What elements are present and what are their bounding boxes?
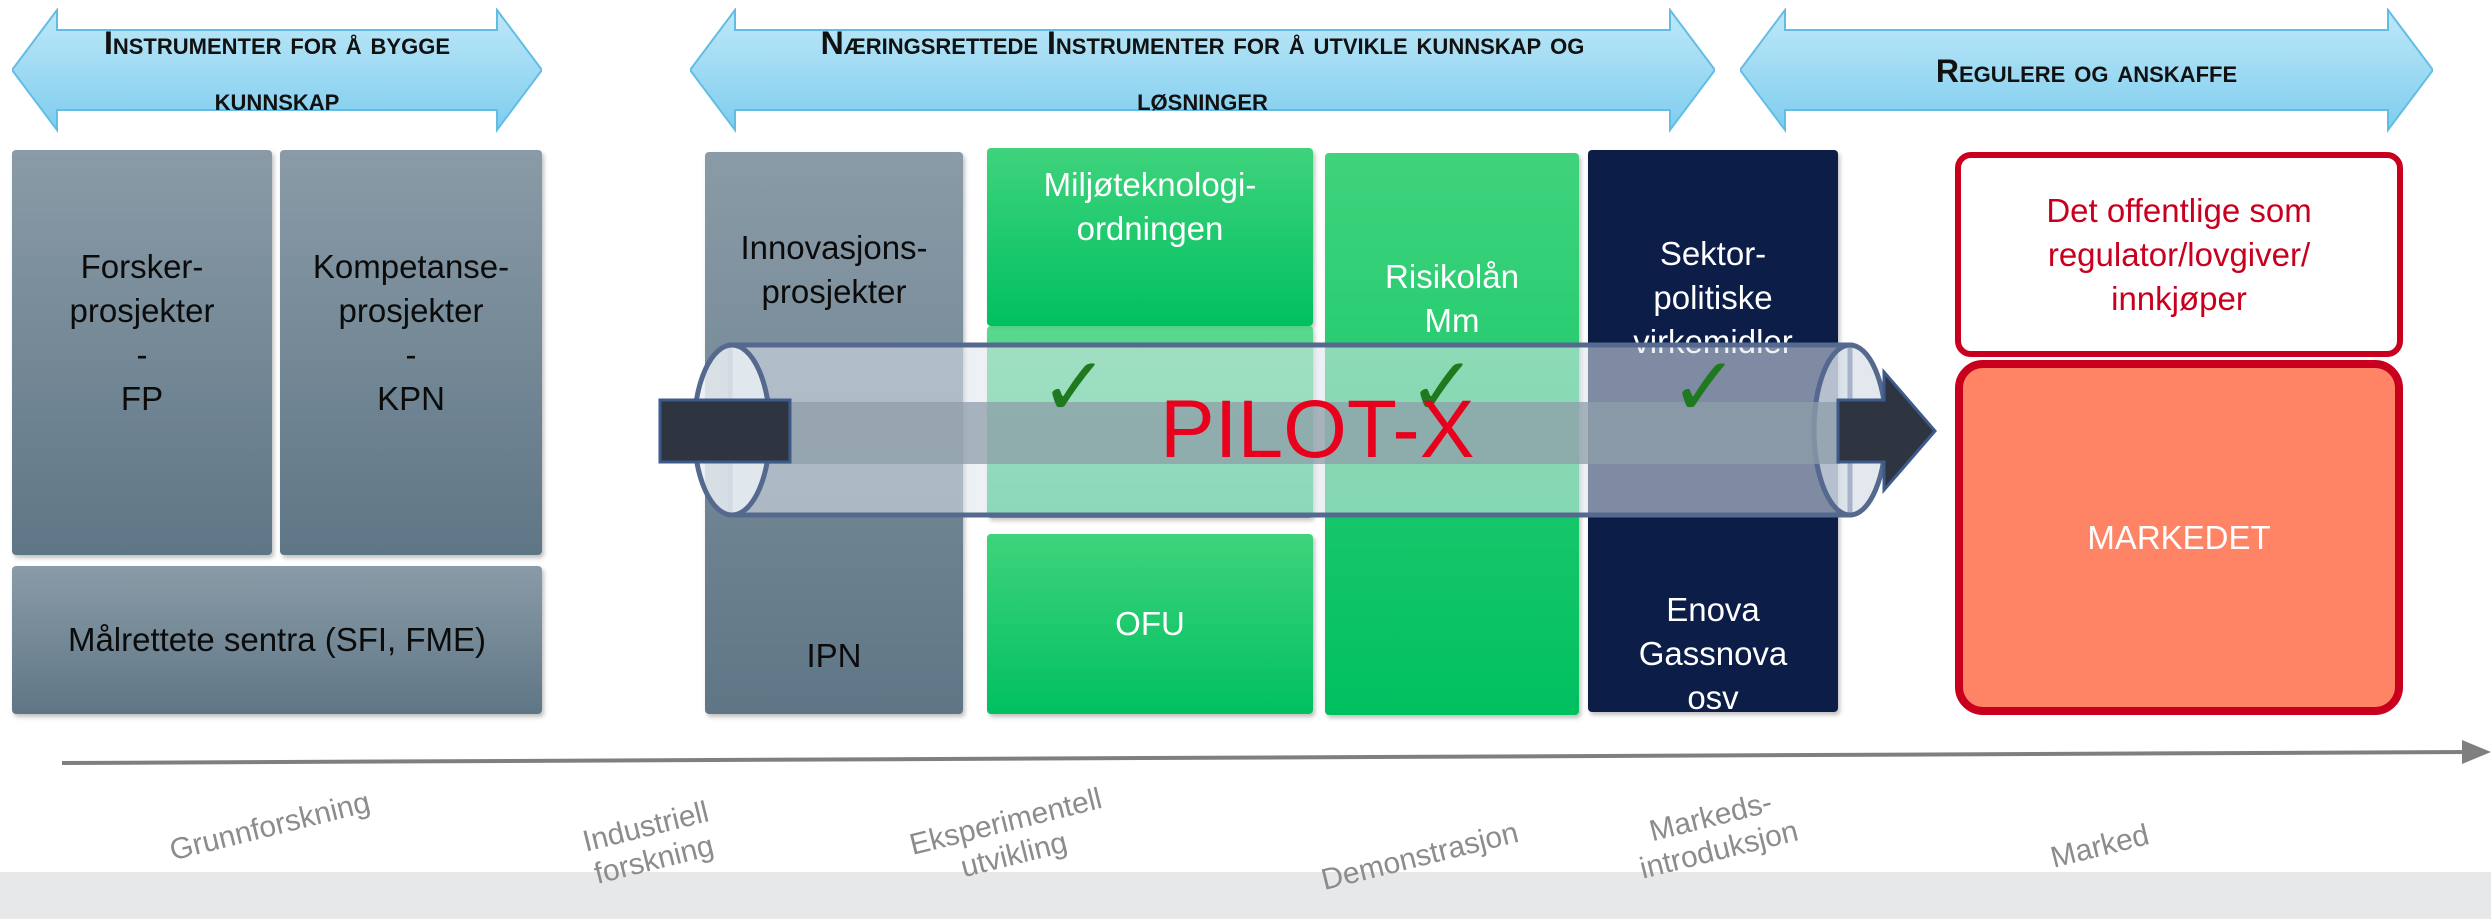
banner-right-title: Regulere og anskaffe: [1935, 52, 2238, 89]
box-enova-text: Enova Gassnova osv: [1638, 591, 1788, 716]
box-innovasjon-top-text: Innovasjons- prosjekter: [740, 229, 928, 310]
double-arrow-shape: [690, 8, 1715, 133]
box-offentlige: Det offentlige som regulator/lovgiver/ i…: [1955, 152, 2403, 357]
pilot-arrow-head: [1836, 367, 1937, 495]
box-innovasjon-bottom-text: IPN: [806, 637, 862, 674]
box-offentlige-text: Det offentlige som regulator/lovgiver/ i…: [2046, 191, 2312, 317]
box-innovasjon-bottom: IPN: [705, 634, 963, 678]
timeline-axis: [61, 740, 2491, 765]
box-kompetanse: Kompetanse- prosjekter - KPN: [280, 150, 542, 555]
box-innovasjon-top: Innovasjons- prosjekter: [705, 182, 963, 314]
box-miljo-text: Miljøteknologi- ordningen: [1043, 166, 1257, 247]
box-sentra: Målrettete sentra (SFI, FME): [12, 566, 542, 714]
box-forsker: Forsker- prosjekter - FP: [12, 150, 272, 555]
box-miljo: Miljøteknologi- ordningen: [987, 148, 1313, 326]
check-icon: ✓: [1408, 340, 1477, 435]
box-forsker-text: Forsker- prosjekter - FP: [69, 247, 215, 417]
box-innovasjon: Innovasjons- prosjekter IPN: [705, 152, 963, 714]
axis-label-grunnforskning: Grunnforskning: [166, 785, 374, 868]
box-ofu: OFU: [987, 534, 1313, 714]
pilot-label: PILOT-X: [1160, 384, 1475, 475]
box-markedet-text: MARKEDET: [2087, 518, 2271, 556]
banner-left: Instrumenter for å bygge kunnskap: [12, 8, 542, 133]
banner-right: Regulere og anskaffe: [1740, 8, 2433, 133]
banner-middle-title: Næringsrettede Instrumenter for å utvikl…: [820, 24, 1585, 117]
axis-label-marked: Marked: [2047, 818, 2153, 875]
check-icon: ✓: [1040, 340, 1109, 435]
banner-left-title: Instrumenter for å bygge kunnskap: [103, 24, 450, 117]
double-arrow-shape: [12, 8, 542, 133]
timeline-arrowhead: [2462, 740, 2491, 764]
double-arrow-shape: [1740, 8, 2433, 133]
bottom-band: [0, 872, 2491, 919]
check-icon: ✓: [1670, 340, 1739, 435]
box-enova: Enova Gassnova osv: [1588, 544, 1838, 720]
box-sektor-top: Sektor- politiske virkemidler: [1588, 188, 1838, 364]
box-markedet: MARKEDET: [1955, 360, 2403, 715]
banner-middle: Næringsrettede Instrumenter for å utvikl…: [690, 8, 1715, 133]
box-sentra-text: Målrettete sentra (SFI, FME): [67, 621, 487, 658]
box-risiko-top: Risikolån Mm: [1325, 211, 1579, 343]
box-ofu-text: OFU: [1115, 605, 1185, 642]
box-risiko-text: Risikolån Mm: [1385, 258, 1519, 339]
box-kompetanse-text: Kompetanse- prosjekter - KPN: [312, 247, 510, 417]
